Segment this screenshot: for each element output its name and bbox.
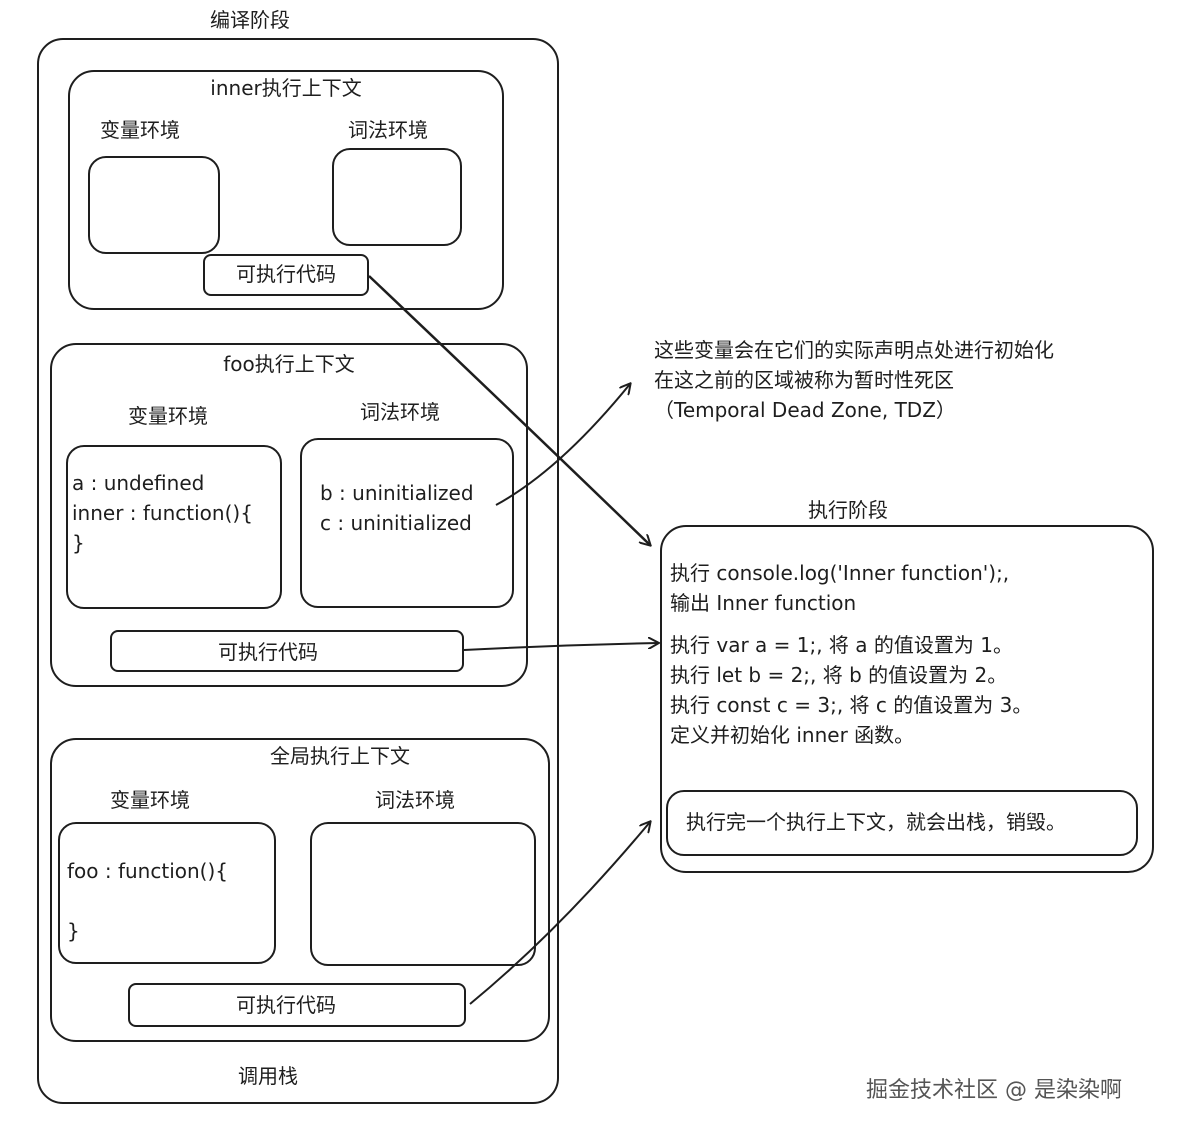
foo-exec-code-label: 可执行代码 [218, 640, 318, 664]
inner-context-title: inner执行上下文 [210, 76, 362, 100]
inner-var-env-label: 变量环境 [100, 118, 180, 142]
global-lex-env-label: 词法环境 [375, 788, 455, 812]
foo-var-env-box [66, 445, 282, 609]
global-var-line-3: } [67, 919, 80, 943]
inner-lex-env-box [332, 148, 462, 246]
exec-line-b4: 定义并初始化 inner 函数。 [670, 723, 915, 747]
foo-lex-line-1: b : uninitialized [320, 481, 474, 505]
global-lex-env-box [310, 822, 536, 966]
pop-note-box [666, 790, 1138, 856]
foo-lex-line-2: c : uninitialized [320, 511, 472, 535]
tdz-note-line-1: 这些变量会在它们的实际声明点处进行初始化 [654, 338, 1054, 362]
exec-line-b2: 执行 let b = 2;, 将 b 的值设置为 2。 [670, 663, 1008, 687]
foo-exec-code-box [110, 630, 464, 672]
exec-line-b3: 执行 const c = 3;, 将 c 的值设置为 3。 [670, 693, 1033, 717]
exec-line-a2: 输出 Inner function [670, 591, 857, 615]
compile-phase-title: 编译阶段 [210, 8, 290, 32]
foo-lex-env-label: 词法环境 [360, 400, 440, 424]
inner-var-env-box [88, 156, 220, 254]
inner-exec-code-box [203, 254, 369, 296]
foo-var-line-1: a : undefined [72, 471, 205, 495]
global-exec-code-box [128, 983, 466, 1027]
tdz-note-line-3: （Temporal Dead Zone, TDZ） [654, 398, 956, 422]
foo-var-line-2: inner : function(){ [72, 501, 253, 525]
watermark: 掘金技术社区 @ 是染染啊 [866, 1078, 1122, 1103]
pop-note-text: 执行完一个执行上下文，就会出栈，销毁。 [686, 810, 1066, 834]
exec-line-b1: 执行 var a = 1;, 将 a 的值设置为 1。 [670, 633, 1013, 657]
exec-line-a1: 执行 console.log('Inner function');, [670, 561, 1010, 585]
foo-context-title: foo执行上下文 [223, 352, 355, 376]
call-stack-box [37, 38, 559, 1104]
inner-context-box [68, 70, 504, 310]
foo-var-line-3: } [72, 531, 85, 555]
exec-phase-title: 执行阶段 [808, 498, 888, 522]
call-stack-label: 调用栈 [238, 1064, 298, 1088]
foo-var-env-label: 变量环境 [128, 404, 208, 428]
inner-lex-env-label: 词法环境 [348, 118, 428, 142]
inner-exec-code-label: 可执行代码 [236, 262, 336, 286]
global-var-line-1: foo : function(){ [67, 859, 228, 883]
global-exec-code-label: 可执行代码 [236, 993, 336, 1017]
global-context-title: 全局执行上下文 [270, 744, 410, 768]
global-var-env-box [58, 822, 276, 964]
global-var-env-label: 变量环境 [110, 788, 190, 812]
exec-phase-box [660, 525, 1154, 873]
tdz-note-line-2: 在这之前的区域被称为暂时性死区 [654, 368, 954, 392]
